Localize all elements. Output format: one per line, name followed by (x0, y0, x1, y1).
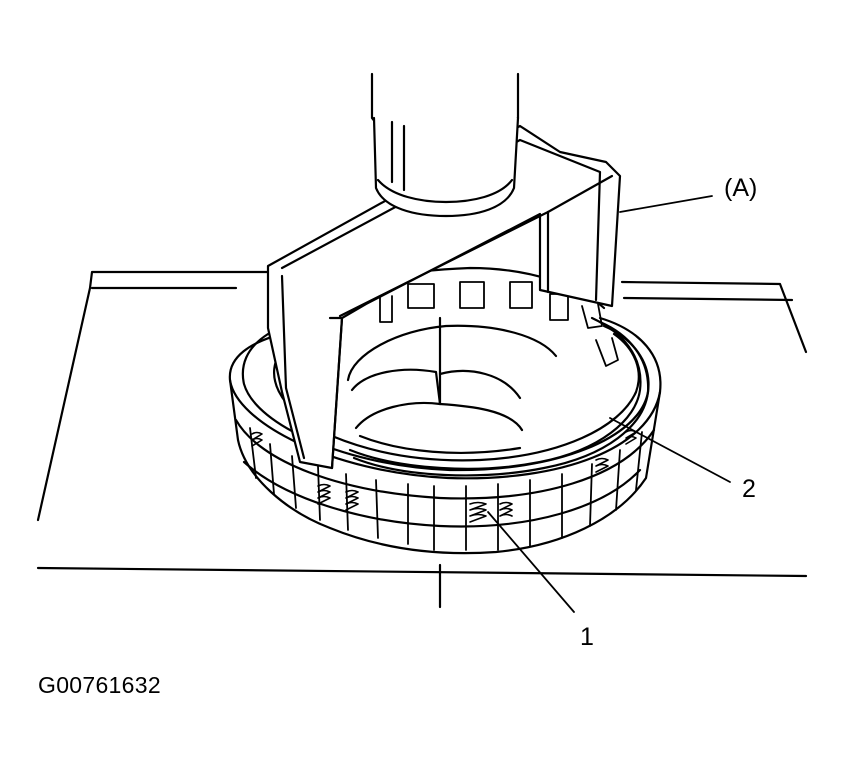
callout-tool-a: (A) (724, 174, 757, 202)
leader-lines (487, 195, 731, 613)
figure-id: G00761632 (38, 672, 161, 698)
callout-part-1: 1 (580, 623, 594, 651)
press-ram (370, 72, 520, 218)
return-springs (251, 429, 637, 523)
work-surface (36, 270, 808, 609)
callout-part-2: 2 (742, 475, 756, 503)
compressor-tool (266, 124, 622, 470)
clutch-housing (228, 281, 662, 555)
